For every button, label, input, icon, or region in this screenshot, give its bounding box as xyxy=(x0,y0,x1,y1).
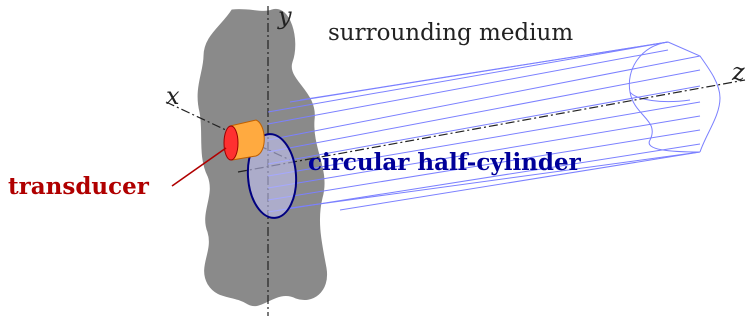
x-axis-label: x xyxy=(166,82,180,110)
circular-half-cylinder-label: circular half-cylinder xyxy=(308,149,582,176)
z-axis xyxy=(237,79,746,173)
transducer-body xyxy=(229,119,265,161)
cylinder-end-disc xyxy=(246,133,298,219)
surrounding-medium-label: surrounding medium xyxy=(328,20,573,46)
y-axis-label: y xyxy=(277,2,292,30)
transducer-pointer xyxy=(171,147,227,187)
transducer xyxy=(223,119,265,161)
transducer-face xyxy=(223,125,239,161)
transducer-label: transducer xyxy=(8,173,150,200)
half-cylinder-wireframe xyxy=(267,41,721,213)
z-axis-label: z xyxy=(731,58,745,86)
